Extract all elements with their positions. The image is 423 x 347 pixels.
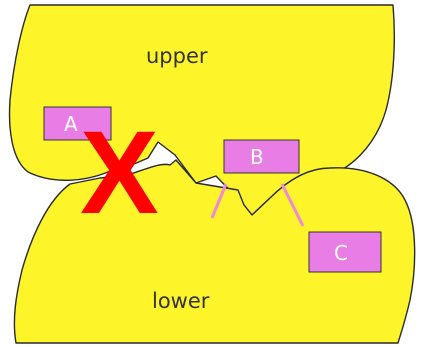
- connector-b-right: [280, 183, 305, 227]
- box-b: [223, 139, 300, 174]
- upper-label: upper: [146, 44, 208, 68]
- box-b-label: B: [250, 145, 264, 169]
- connector-b-left: [210, 183, 228, 219]
- lower-region: [13, 159, 416, 344]
- lower-label: lower: [152, 289, 210, 313]
- box-c-label: C: [334, 241, 348, 265]
- box-a: [43, 106, 112, 141]
- box-a-label: A: [64, 112, 78, 136]
- cross-mark: X: [80, 107, 159, 239]
- box-c: [308, 231, 382, 273]
